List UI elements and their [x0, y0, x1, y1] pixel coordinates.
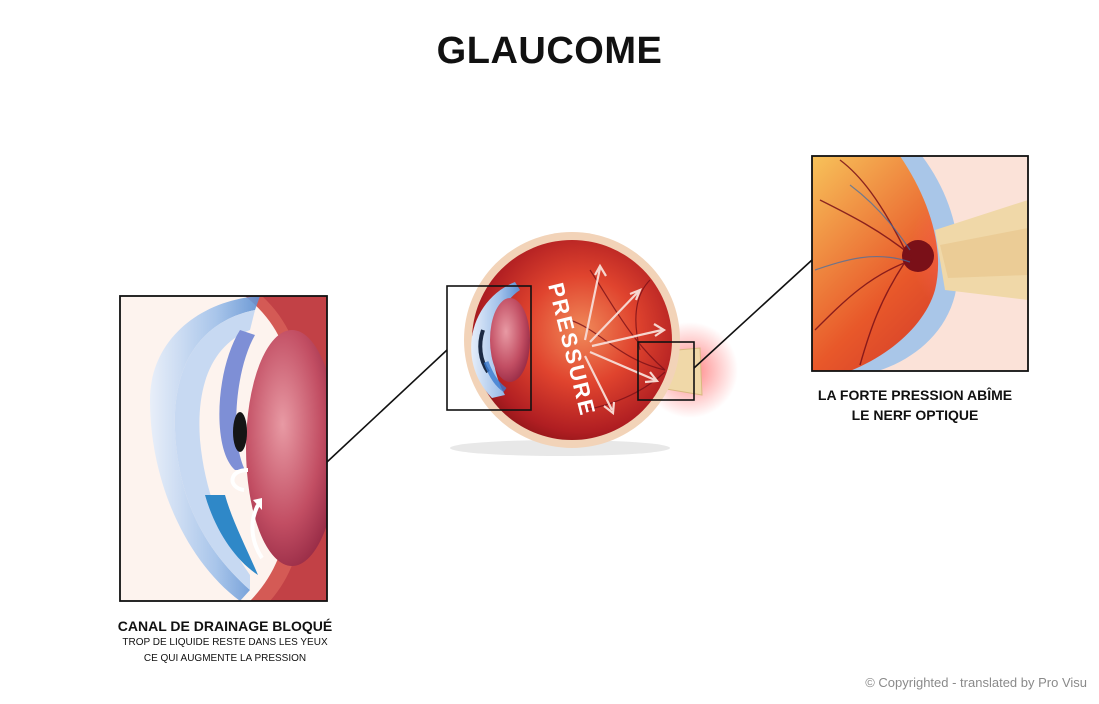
- drainage-caption-line1: TROP DE LIQUIDE RESTE DANS LES YEUX: [122, 637, 328, 648]
- copyright-notice: © Copyrighted - translated by Pro Visu: [865, 675, 1087, 690]
- optic-nerve-zoom-panel: [811, 155, 1029, 372]
- connector-left: [326, 349, 448, 463]
- zoom-frame-nerve: [637, 341, 695, 401]
- drainage-zoom-panel: [119, 295, 328, 602]
- optic-nerve-caption: LA FORTE PRESSION ABÎME LE NERF OPTIQUE: [800, 385, 1030, 425]
- optic-nerve-caption-line1: LA FORTE PRESSION ABÎME: [817, 387, 1013, 403]
- drainage-caption: CANAL DE DRAINAGE BLOQUÉ TROP DE LIQUIDE…: [100, 618, 350, 666]
- connector-right: [693, 259, 813, 369]
- zoom-frame-front: [446, 285, 532, 411]
- drainage-caption-heading: CANAL DE DRAINAGE BLOQUÉ: [117, 618, 333, 634]
- optic-nerve-caption-line2: LE NERF OPTIQUE: [851, 407, 979, 423]
- drainage-caption-line2: CE QUI AUGMENTE LA PRESSION: [143, 653, 307, 664]
- diagram-title: GLAUCOME: [436, 30, 663, 72]
- center-eye: PRESSURE: [446, 232, 738, 456]
